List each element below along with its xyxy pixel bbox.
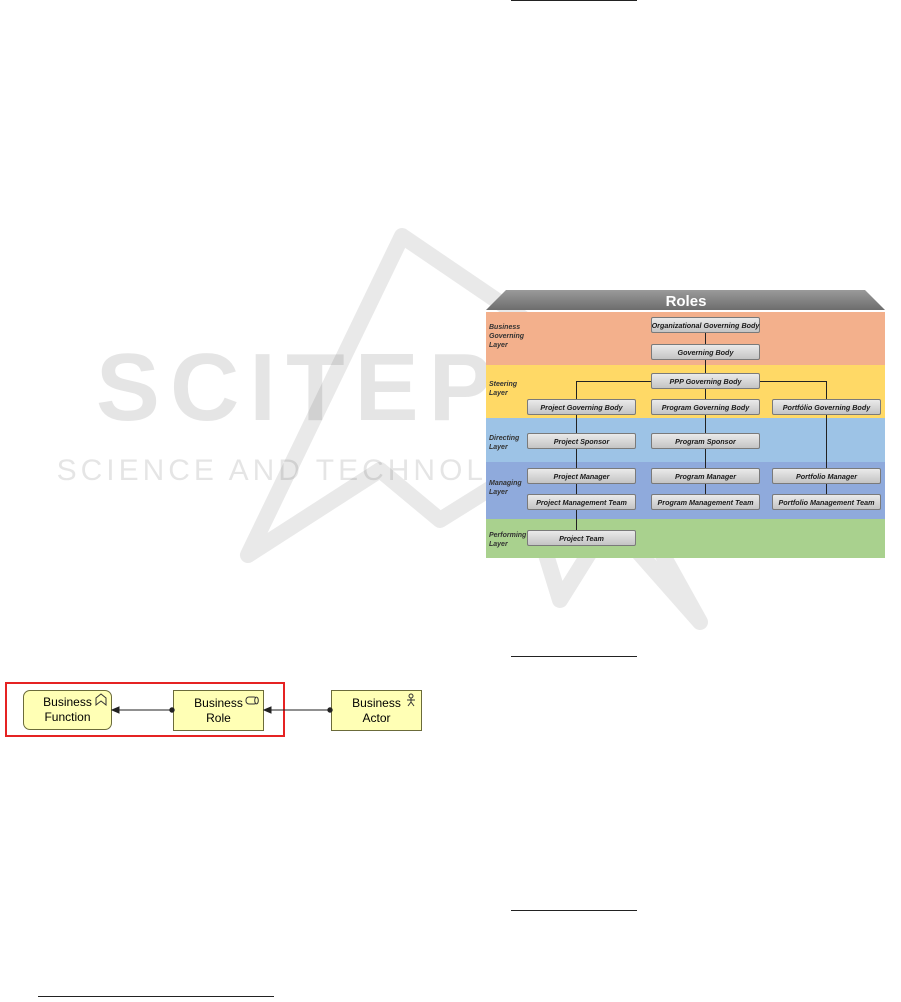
- footnote-rule-lower: [511, 910, 637, 911]
- layer-label-business-governing: Business Governing Layer: [489, 324, 525, 349]
- layer-label-managing: Managing Layer: [489, 480, 522, 496]
- layer-label-performing: Performing Layer: [489, 532, 527, 548]
- footnote-rule-mid: [511, 656, 637, 657]
- roles-title: Roles: [666, 293, 707, 310]
- role-organizational-governing-body: Organizational Governing Body: [651, 317, 760, 333]
- business-role-box: Business Role: [173, 690, 264, 731]
- connector-line: [705, 333, 706, 344]
- connector-line: [760, 381, 826, 382]
- role-program-manager: Program Manager: [651, 468, 760, 484]
- role-portfolio-governing-body: Portfólio Governing Body: [772, 399, 881, 415]
- role-project-manager: Project Manager: [527, 468, 636, 484]
- business-actor-icon: [407, 693, 415, 707]
- connector-line: [705, 484, 706, 494]
- role-ppp-governing-body: PPP Governing Body: [651, 373, 760, 389]
- connector-line: [826, 484, 827, 494]
- connector-line: [705, 389, 706, 399]
- role-program-management-team: Program Management Team: [651, 494, 760, 510]
- role-project-governing-body: Project Governing Body: [527, 399, 636, 415]
- connector-line: [576, 415, 577, 433]
- connector-line: [705, 415, 706, 433]
- role-project-sponsor: Project Sponsor: [527, 433, 636, 449]
- business-actor-box: Business Actor: [331, 690, 422, 731]
- connector-line: [576, 510, 577, 530]
- business-role-label: Business Role: [194, 695, 243, 725]
- business-role-icon: [245, 696, 259, 705]
- connector-line: [576, 381, 577, 399]
- footnote-rule-left: [38, 996, 274, 997]
- business-function-icon: [95, 693, 107, 707]
- connector-line: [826, 415, 827, 468]
- footnote-rule-top: [511, 0, 637, 1]
- roles-diagram: Roles Business Governing Layer Steering …: [486, 290, 885, 558]
- archimate-connectors: [110, 706, 333, 714]
- business-actor-label: Business Actor: [352, 695, 401, 725]
- connector-line: [576, 484, 577, 494]
- role-program-governing-body: Program Governing Body: [651, 399, 760, 415]
- business-function-box: Business Function: [23, 690, 112, 730]
- connector-line: [705, 359, 706, 373]
- layer-label-directing: Directing Layer: [489, 435, 520, 451]
- role-program-sponsor: Program Sponsor: [651, 433, 760, 449]
- role-governing-body: Governing Body: [651, 344, 760, 360]
- roles-header: Roles: [486, 290, 885, 310]
- role-project-team: Project Team: [527, 530, 636, 546]
- connector-line: [705, 449, 706, 468]
- layer-label-steering: Steering Layer: [489, 381, 518, 397]
- role-portfolio-management-team: Portfolio Management Team: [772, 494, 881, 510]
- connector-line: [826, 381, 827, 399]
- role-project-management-team: Project Management Team: [527, 494, 636, 510]
- role-portfolio-manager: Portfolio Manager: [772, 468, 881, 484]
- connector-line: [576, 449, 577, 468]
- business-function-label: Business Function: [43, 695, 92, 724]
